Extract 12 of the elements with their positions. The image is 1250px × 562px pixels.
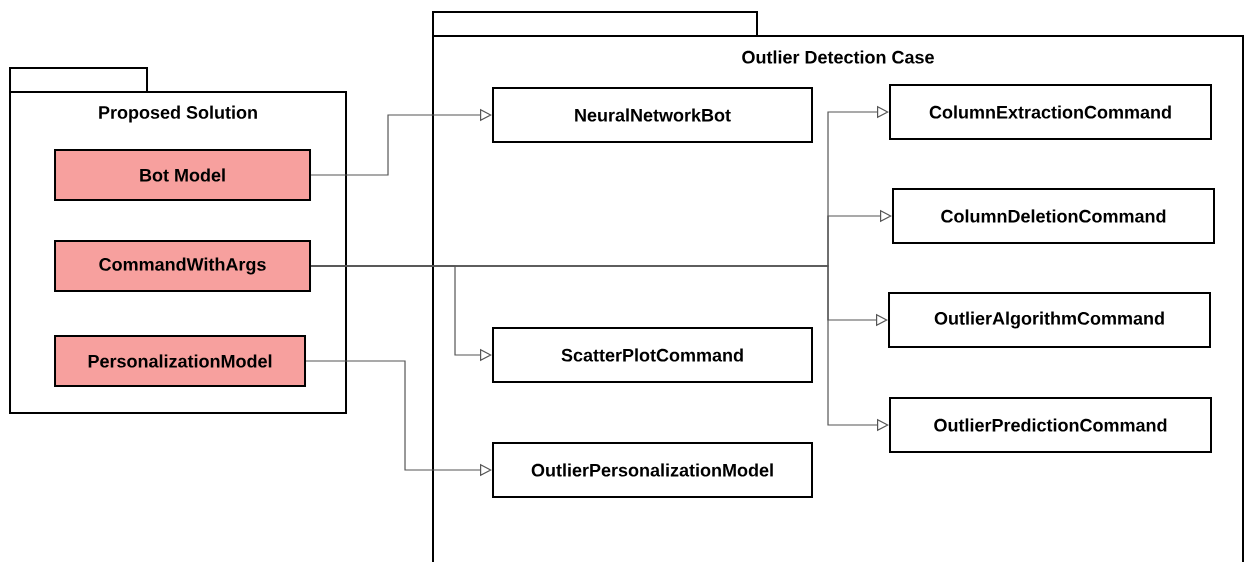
class-box: ColumnDeletionCommand <box>892 188 1215 244</box>
class-box: OutlierPersonalizationModel <box>492 442 813 498</box>
class-box: ScatterPlotCommand <box>492 327 813 383</box>
class-box: PersonalizationModel <box>54 335 306 387</box>
class-box: CommandWithArgs <box>54 240 311 292</box>
class-box: OutlierPredictionCommand <box>889 397 1212 453</box>
arrow <box>310 108 492 176</box>
class-box: NeuralNetworkBot <box>492 87 813 143</box>
node-label: Outlier Detection Case <box>742 50 934 64</box>
class-box: ColumnExtractionCommand <box>889 84 1212 140</box>
class-box: OutlierAlgorithmCommand <box>888 292 1211 348</box>
class-box: Bot Model <box>54 149 311 201</box>
